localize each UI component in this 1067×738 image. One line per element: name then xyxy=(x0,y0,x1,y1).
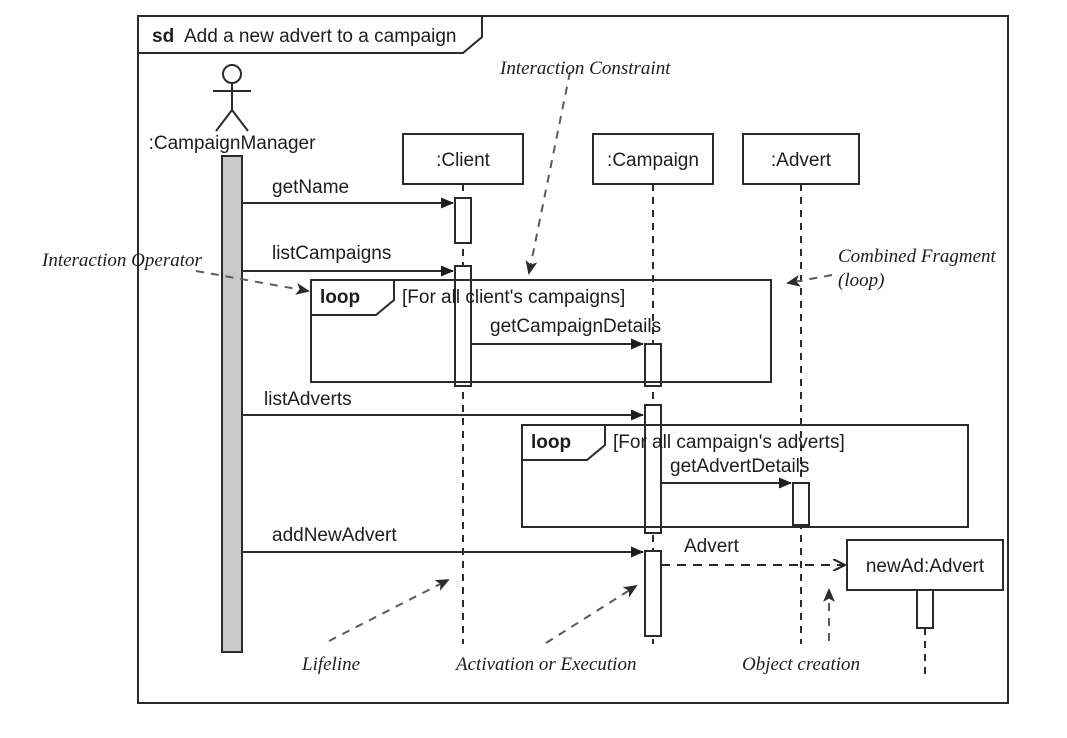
annotation-leader-combined-fragment xyxy=(786,274,833,287)
lifeline-label-campaign: :Campaign xyxy=(607,150,699,171)
activation-client-getname[interactable] xyxy=(454,197,472,244)
annotation-interaction-operator: Interaction Operator xyxy=(41,250,203,271)
message-label-list-adverts: listAdverts xyxy=(264,389,352,410)
lifeline-advert[interactable]: :Advert xyxy=(742,133,860,644)
sd-frame-title: Add a new advert to a campaign xyxy=(184,26,457,47)
lifeline-head-client[interactable] xyxy=(402,133,524,185)
fragment-operator-pentagon-loop-adverts xyxy=(521,424,606,461)
annotation-interaction-constraint: Interaction Constraint xyxy=(499,58,671,79)
message-add-new-advert[interactable]: addNewAdvert xyxy=(242,525,644,558)
actor-leg-left-line xyxy=(215,109,233,132)
annotation-leaders xyxy=(195,71,835,644)
annotation-text-combined-fragment-line1: Combined Fragment xyxy=(838,246,997,267)
fragment-border-loop-adverts xyxy=(521,424,969,528)
activation-new-ad[interactable] xyxy=(916,589,934,629)
annotation-text-interaction-constraint: Interaction Constraint xyxy=(499,58,671,79)
message-get-campaign-details[interactable]: getCampaignDetails xyxy=(471,316,661,350)
activation-campaign-getdetails[interactable] xyxy=(644,343,662,387)
fragment-operator-label-loop-adverts: loop xyxy=(531,432,571,453)
annotation-combined-fragment: Combined Fragment (loop) xyxy=(838,246,997,291)
actor-leg-right-line xyxy=(231,109,249,132)
actor-head-icon xyxy=(222,64,242,84)
lifeline-head-new-ad[interactable] xyxy=(846,539,1004,591)
activation-campaign-manager[interactable] xyxy=(221,155,243,653)
lifeline-label-client: :Client xyxy=(436,150,491,171)
annotation-activation: Activation or Execution xyxy=(454,654,636,675)
lifeline-head-advert[interactable] xyxy=(742,133,860,185)
activation-advert-getdetails[interactable] xyxy=(792,482,810,526)
message-list-campaigns[interactable]: listCampaigns xyxy=(242,243,454,277)
annotation-text-lifeline: Lifeline xyxy=(301,654,360,675)
message-label-add-new-advert: addNewAdvert xyxy=(272,525,397,546)
annotation-text-activation: Activation or Execution xyxy=(454,654,636,675)
sd-frame: sd Add a new advert to a campaign xyxy=(137,15,1009,704)
message-label-get-advert-details: getAdvertDetails xyxy=(670,456,809,477)
lifeline-label-new-ad: newAd:Advert xyxy=(866,556,985,577)
lifeline-label-advert: :Advert xyxy=(771,150,832,171)
lifeline-campaign[interactable]: :Campaign xyxy=(592,133,714,644)
message-list-adverts[interactable]: listAdverts xyxy=(242,389,644,421)
activation-campaign-listadverts[interactable] xyxy=(644,404,662,534)
annotation-object-creation: Object creation xyxy=(742,654,860,675)
lifeline-campaign-manager[interactable]: :CampaignManager xyxy=(149,64,317,653)
message-advert-return[interactable]: Advert xyxy=(661,536,845,565)
lifeline-head-campaign[interactable] xyxy=(592,133,714,185)
message-label-advert-return: Advert xyxy=(684,536,740,557)
sd-frame-tag-pentagon xyxy=(137,15,483,54)
annotation-text-interaction-operator: Interaction Operator xyxy=(41,250,203,271)
annotation-leader-lifeline xyxy=(328,579,450,642)
lifeline-label-campaign-manager: :CampaignManager xyxy=(149,133,317,154)
message-label-get-campaign-details: getCampaignDetails xyxy=(490,316,661,337)
fragment-border-loop-campaigns xyxy=(310,279,772,383)
message-get-name[interactable]: getName xyxy=(242,177,454,209)
fragment-constraint-loop-campaigns: [For all client's campaigns] xyxy=(402,287,625,308)
lifeline-new-ad[interactable]: newAd:Advert xyxy=(846,539,1004,676)
actor-stick-figure xyxy=(213,64,251,132)
sd-frame-border xyxy=(137,15,1009,704)
fragment-operator-pentagon-loop-campaigns xyxy=(310,279,395,316)
annotation-text-combined-fragment-line2: (loop) xyxy=(838,270,884,291)
lifeline-client[interactable]: :Client xyxy=(402,133,524,644)
message-label-list-campaigns: listCampaigns xyxy=(272,243,391,264)
fragment-loop-campaigns[interactable]: loop [For all client's campaigns] xyxy=(310,279,772,383)
annotation-leader-interaction-constraint xyxy=(525,71,571,275)
annotation-leader-interaction-operator xyxy=(195,270,310,295)
sd-frame-tag-label: sd xyxy=(152,26,174,47)
message-get-advert-details[interactable]: getAdvertDetails xyxy=(661,456,809,489)
fragment-loop-adverts[interactable]: loop [For all campaign's adverts] xyxy=(521,424,969,528)
annotation-lifeline: Lifeline xyxy=(301,654,360,675)
activation-campaign-addnewadvert[interactable] xyxy=(644,550,662,637)
annotation-text-object-creation: Object creation xyxy=(742,654,860,675)
message-label-get-name: getName xyxy=(272,177,349,198)
fragment-operator-label-loop-campaigns: loop xyxy=(320,287,360,308)
fragment-constraint-loop-adverts: [For all campaign's adverts] xyxy=(613,432,845,453)
activation-client-listcampaigns[interactable] xyxy=(454,265,472,387)
annotation-leader-activation xyxy=(545,584,638,644)
